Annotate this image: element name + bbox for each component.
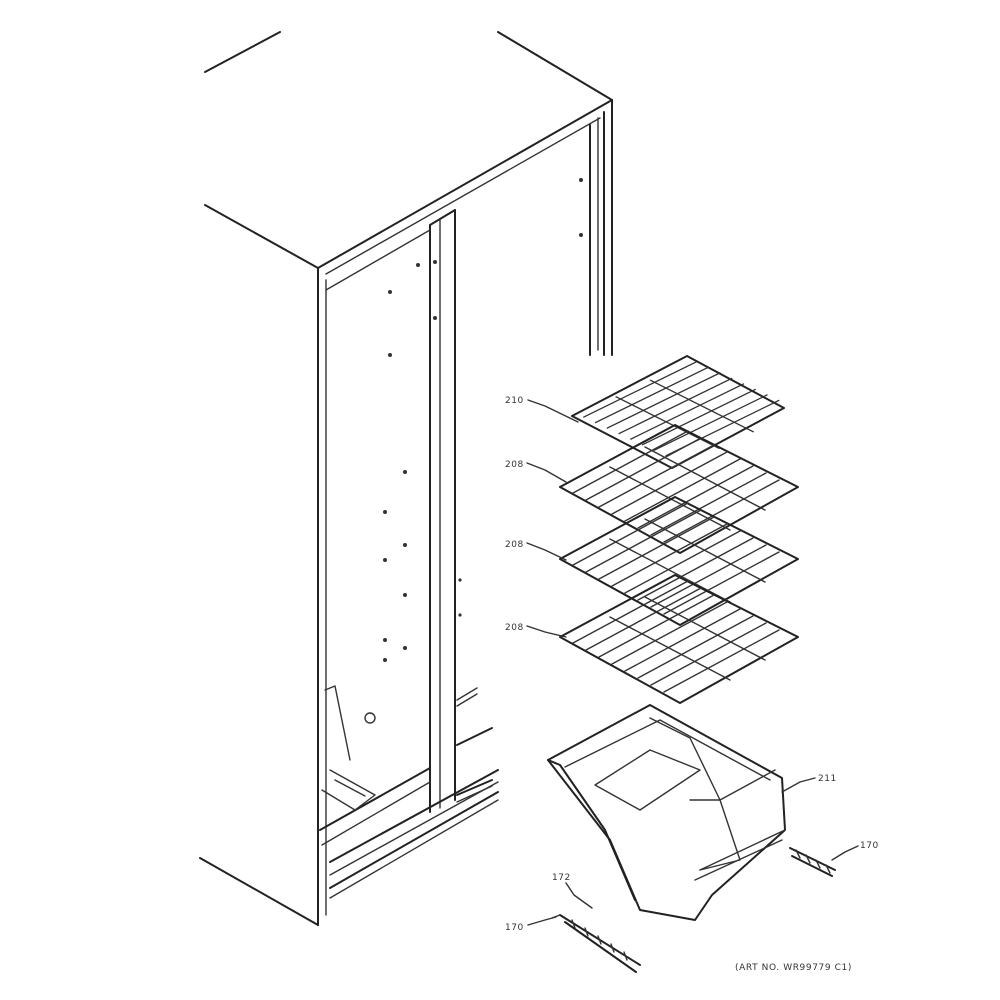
art-number-label: (ART NO. WR99779 C1) xyxy=(735,963,852,973)
callout-210: 210 xyxy=(505,396,524,406)
slide-rail-170-left xyxy=(551,914,641,973)
wire-shelf-208-upper xyxy=(559,424,799,554)
wire-shelf-208-lower xyxy=(559,574,799,704)
wire-shelf-208-middle xyxy=(559,496,799,626)
callout-172: 172 xyxy=(552,873,571,883)
callout-211: 211 xyxy=(818,774,837,784)
callout-208-middle: 208 xyxy=(505,540,524,550)
slide-rail-170-right xyxy=(789,847,836,877)
bin-211 xyxy=(547,704,786,921)
callout-208-lower: 208 xyxy=(505,623,524,633)
cabinet-outline xyxy=(199,31,613,926)
callout-208-upper: 208 xyxy=(505,460,524,470)
wire-shelf-210 xyxy=(571,355,785,469)
right-side-rail xyxy=(579,111,605,356)
callout-labels: 210 208 208 208 211 170 172 170 xyxy=(505,396,879,933)
callout-170-left: 170 xyxy=(505,923,524,933)
fresh-food-compartment-liner xyxy=(319,209,499,899)
leader-lines xyxy=(526,399,859,926)
callout-170-right: 170 xyxy=(860,841,879,851)
